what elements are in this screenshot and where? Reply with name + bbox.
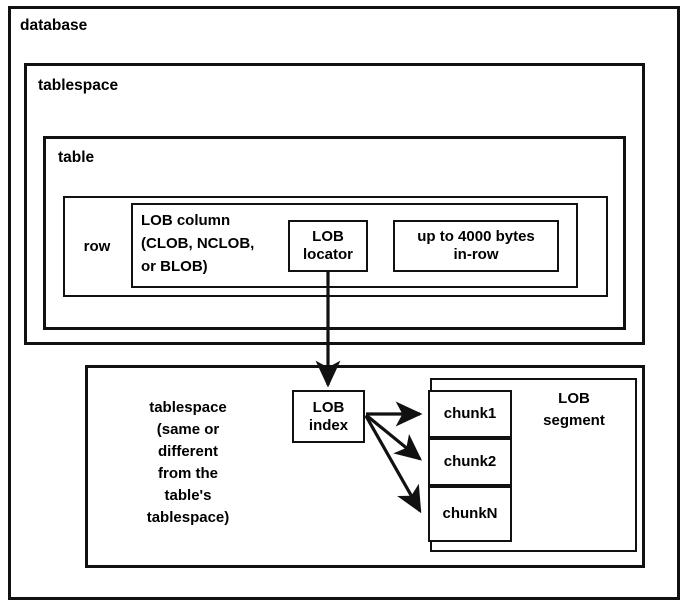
container-tablespace-bottom-label-line-2: (same or (156, 421, 220, 438)
node-in-row-storage: up to 4000 bytes in-row (393, 220, 559, 272)
node-chunk-2-label: chunk2 (443, 453, 497, 470)
node-lob-locator-label-line-2: locator (302, 246, 353, 263)
container-row-label: row (83, 238, 111, 255)
node-lob-column (131, 203, 578, 288)
node-lob-column-label-line-2: (CLOB, NCLOB, (141, 235, 255, 252)
node-lob-index-label-line-1: LOB (312, 398, 345, 416)
node-lob-locator: LOB locator (288, 220, 368, 272)
container-tablespace-bottom (85, 365, 645, 568)
node-lob-index: LOB index (292, 390, 365, 443)
node-in-row-storage-label-line-1: up to 4000 bytes (417, 228, 535, 245)
node-lob-locator-label-line-1: LOB (312, 228, 344, 245)
node-chunk-1: chunk1 (428, 390, 512, 438)
node-lob-column-label-line-1: LOB column (141, 212, 231, 229)
container-lob-segment-label-line-1: LOB (558, 390, 590, 407)
node-chunk-2: chunk2 (428, 438, 512, 486)
node-chunk-n: chunkN (428, 486, 512, 542)
container-row (63, 196, 608, 297)
container-tablespace-bottom-label-line-4: from the (158, 465, 218, 482)
container-database (8, 6, 680, 600)
container-tablespace-bottom-label-line-6: tablespace) (146, 509, 230, 526)
container-tablespace-bottom-label-line-1: tablespace (149, 399, 227, 416)
container-lob-segment-label-line-2: segment (543, 412, 605, 429)
container-tablespace-top (24, 63, 645, 345)
container-table (43, 136, 626, 330)
container-tablespace-bottom-label-line-5: table's (164, 487, 212, 504)
node-lob-column-label-line-3: or BLOB) (141, 258, 208, 275)
node-in-row-storage-label-line-2: in-row (453, 246, 499, 263)
container-tablespace-top-label: tablespace (38, 77, 119, 94)
node-chunk-n-label: chunkN (442, 505, 498, 522)
container-table-label: table (58, 149, 95, 166)
container-tablespace-bottom-label-line-3: different (158, 443, 218, 460)
node-chunk-1-label: chunk1 (443, 405, 497, 422)
node-lob-index-label-line-2: index (308, 416, 349, 434)
container-database-label: database (20, 17, 88, 34)
